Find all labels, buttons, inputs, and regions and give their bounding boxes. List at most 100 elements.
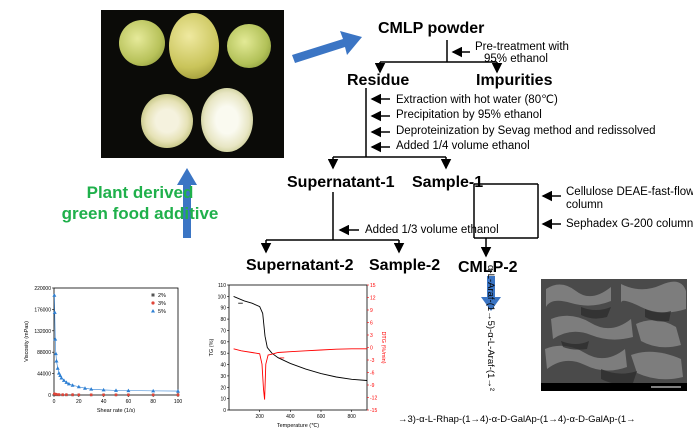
lemon-whole-right <box>227 24 271 68</box>
y-tick-label: 80 <box>220 317 226 323</box>
y-tick-label: 100 <box>218 294 227 300</box>
y-tick-label: 20 <box>220 385 226 391</box>
data-point-5pct <box>52 293 57 297</box>
x-tick-label: 400 <box>286 414 295 420</box>
y-tick-label: 30 <box>220 374 226 380</box>
x-tick-label: 80 <box>150 399 156 405</box>
data-point-5pct <box>52 310 57 314</box>
step-sephadex: Sephadex G-200 column <box>566 218 693 230</box>
data-point-5pct <box>64 380 69 384</box>
cmlp2-label: CMLP-2 <box>458 259 518 276</box>
y-tick-label: 0 <box>48 393 51 399</box>
y-right-tick-label: 6 <box>370 321 373 327</box>
data-point-5pct <box>126 388 131 393</box>
y-tick-label: 88000 <box>37 350 51 356</box>
legend-label: 5% <box>158 309 166 315</box>
y-right-tick-label: 15 <box>370 283 376 289</box>
pretreatment-line1: Pre-treatment with <box>475 41 569 53</box>
data-point-5pct <box>66 381 71 386</box>
y-tick-label: 60 <box>220 340 226 346</box>
lemon-photo <box>101 10 284 158</box>
y-right-tick-label: 0 <box>370 346 373 352</box>
data-point-5pct <box>53 337 58 341</box>
x-tick-label: 800 <box>347 414 356 420</box>
lemon-whole-left <box>119 20 165 66</box>
data-point-3pct <box>114 393 118 397</box>
legend-marker <box>151 301 155 305</box>
y-right-tick-label: 12 <box>370 296 376 302</box>
legend-label: 3% <box>158 301 166 307</box>
sem-texture <box>541 279 687 391</box>
lemon-half-cross <box>141 94 193 148</box>
lemon-half-long <box>201 88 253 152</box>
y-right-tick-label: -12 <box>370 396 377 402</box>
x-axis-label: Temperature (℃) <box>277 423 319 429</box>
data-point-3pct <box>102 393 105 397</box>
data-point-3pct <box>127 393 130 397</box>
plot-frame <box>228 284 368 411</box>
side-title-line1: Plant derived <box>86 183 194 202</box>
x-tick-label: 100 <box>174 399 183 405</box>
structure-branch: α-L-Araf-(1→5)-α-L-Araf-(1→² <box>485 265 496 392</box>
y-tick-label: 40 <box>220 363 226 369</box>
data-point-3pct <box>65 393 68 397</box>
y-axis-label: TG (%) <box>209 338 215 356</box>
data-point-5pct <box>55 366 60 370</box>
x-tick-label: 0 <box>53 399 56 405</box>
sample1-label: Sample-1 <box>412 174 484 191</box>
data-point-5pct <box>56 371 61 375</box>
tg-curve <box>233 295 368 381</box>
y-tick-label: 220000 <box>34 286 51 292</box>
data-point-3pct <box>55 392 58 396</box>
impurities-label: Impurities <box>476 72 553 89</box>
data-point-3pct <box>89 393 93 397</box>
step-cellulose-1: Cellulose DEAE-fast-flow <box>566 186 693 198</box>
data-point-3pct <box>61 393 65 397</box>
data-point-3pct <box>71 393 74 397</box>
data-point-5pct <box>176 389 180 393</box>
y-right-tick-label: 3 <box>370 333 373 339</box>
blue-arrow-down <box>481 276 501 311</box>
sample2-label: Sample-2 <box>369 257 441 274</box>
y-tick-label: 176000 <box>34 307 51 313</box>
y-right-axis-label: DTG (%/min) <box>380 331 386 363</box>
legend-label: 2% <box>158 293 166 299</box>
pretreatment-line2: 95% ethanol <box>484 53 548 65</box>
data-point-3pct <box>176 393 180 397</box>
x-tick-label: 600 <box>317 414 326 420</box>
step-quarter-ethanol: Added 1/4 volume ethanol <box>396 140 530 152</box>
legend-marker <box>151 293 155 297</box>
y-tick-label: 44000 <box>37 372 51 378</box>
x-tick-label: 60 <box>126 399 132 405</box>
step-sevag: Deproteinization by Sevag method and red… <box>396 125 656 137</box>
y-tick-label: 50 <box>220 351 226 357</box>
step-cellulose-2: column <box>566 199 604 211</box>
sem-micrograph <box>541 279 687 391</box>
side-title: Plant derived green food additive <box>40 182 240 224</box>
data-point-5pct <box>114 388 118 392</box>
supernatant2-label: Supernatant-2 <box>246 257 354 274</box>
data-point-5pct <box>54 358 59 363</box>
data-point-5pct <box>53 351 58 356</box>
lemon-whole-center <box>169 13 219 79</box>
cmlp-powder-label: CMLP powder <box>378 20 485 37</box>
blue-arrow-up <box>177 168 197 238</box>
y-axis-label: Viscosity (mPas) <box>24 321 30 362</box>
data-point-5pct <box>89 387 94 391</box>
legend-marker <box>151 309 155 313</box>
y-tick-label: 0 <box>223 408 226 414</box>
y-tick-label: 70 <box>220 328 226 334</box>
y-right-tick-label: 9 <box>370 308 373 314</box>
x-tick-label: 40 <box>101 399 107 405</box>
data-point-5pct <box>101 387 106 392</box>
data-point-5pct <box>151 388 156 393</box>
residue-label: Residue <box>347 72 410 89</box>
y-right-tick-label: -15 <box>370 408 377 414</box>
data-point-5pct <box>70 383 75 387</box>
y-right-tick-label: -9 <box>370 383 375 389</box>
data-point-5pct <box>59 375 64 380</box>
x-tick-label: 200 <box>255 414 264 420</box>
